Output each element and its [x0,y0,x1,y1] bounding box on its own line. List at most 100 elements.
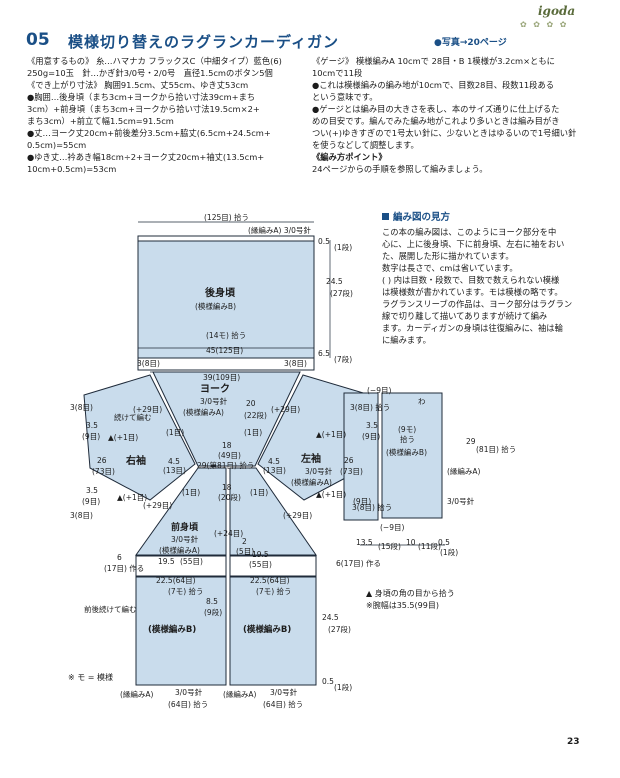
diag-label: 0.5 [438,538,450,547]
diag-label: 20 [246,399,256,408]
bust-line: 3cm）+前身頃（まち3cm+ヨークから拾い寸法19.5cm×2+ [27,104,260,114]
diag-label: (11段) [418,541,441,551]
diag-label: 6(17目) 作る [336,558,381,568]
right-sleeve-shape [83,374,196,501]
diag-label: (1段) [334,682,352,692]
diag-label: ヨーク [200,383,230,395]
diag-label: 続けて編む [114,412,152,422]
diag-label: (22段) [244,410,267,420]
materials-line: 250g=10玉 針…かぎ針3/0号・2/0号 直径1.5cmのボタン5個 [27,68,273,78]
points-line: 24ページからの手順を参照して編みましょう。 [312,164,488,174]
legend-heading-text: 編み図の見方 [393,212,451,223]
front-right-body-shape [229,576,317,686]
diag-label: ▲(+1目) [316,490,346,499]
diag-label: 3(8目) [137,359,160,368]
diag-label: (1目) [244,428,262,437]
sleeve-length-line: ●ゆき丈…衿あき幅18cm÷2+ヨーク丈20cm+袖丈(13.5cm+ [27,152,265,162]
diag-label: 10 [406,538,416,547]
back-body-shape [137,239,315,359]
diag-label: (13目) [263,466,286,475]
diag-label: 4.5 [168,457,180,466]
diag-label: 18 [222,483,232,492]
diag-label: (1目) [182,488,200,497]
title-row: 05 模様切り替えのラグランカーディガン ●写真→20ページ [26,30,596,51]
diag-label: (9目) [362,432,380,441]
diag-label: (125目) 拾う [204,212,249,222]
diag-label: 0.5 [318,237,330,246]
diag-label: 3/0号針 [447,496,475,506]
note-line: ▲ 身頃の角の目から拾う [366,589,455,598]
diag-label: 3(8目) [70,511,93,520]
diag-label: 右袖 [125,454,146,467]
materials-line: 《用意するもの》 糸…ハマナカ フラックスC（中細タイプ）藍色(6) [27,56,282,66]
diag-label: 3.5 [86,486,98,495]
diag-label: 3(8目) 拾う [350,402,390,412]
diag-label: 3/0号針 [200,396,228,406]
diag-label: (64目) 拾う [263,699,303,709]
diag-label: (9段) [204,607,222,617]
diag-label: 6 [117,553,122,562]
diag-label: 3(8目) [284,359,307,368]
diag-label: 6.5 [318,349,330,358]
gauge-column: 《ゲージ》 模様編みA 10cmで 28目・B 1模様が3.2cm×ともに 10… [312,55,604,175]
diag-label: 19.5 [252,550,269,559]
diag-label: (縁編みA) [120,689,154,699]
diag-label: (27段) [330,288,353,298]
diag-label: (17目) 作る [104,563,144,573]
front-right-gusset-shape [229,555,317,577]
sleeve-band-shape [381,392,443,519]
diag-label: 22.5(64目) [156,576,196,585]
left-sleeve-shape [257,374,371,501]
diag-label: (模様編みB) [148,624,196,635]
length-line: ●丈…ヨーク丈20cm+前後差分3.5cm+脇丈(6.5cm+24.5cm+ [27,128,271,138]
front-yoke-left-shape [135,467,227,556]
back-gusset-shape [137,357,315,371]
legend-line: 線で切り離して描いてありますが続けて編み [382,311,548,321]
diag-label: 13.5 [356,538,373,547]
sleeve-cuff-shape [343,392,379,521]
diag-label: 19.5 [158,557,175,566]
front-left-gusset-shape [135,555,227,577]
diag-label: (縁編みA) [223,689,257,699]
diag-label: (7段) [334,354,352,364]
diag-label: 4.5 [268,457,280,466]
diag-label: (1段) [334,242,352,252]
legend-line: た、展開した形に描かれています。 [382,251,514,261]
diag-label: (模様編みA) [291,477,332,487]
diag-label: (+29目) [271,405,300,414]
pattern-title: 模様切り替えのラグランカーディガン [68,33,339,51]
diag-label: 3.5 [366,421,378,430]
diagram-notes: ▲ 身頃の角の目から拾う ※腕幅は35.5(99目) [366,588,455,612]
diag-label: 2 [242,537,247,546]
diag-label: (模様編みA) [159,545,200,555]
diag-label: 39(109目) [203,373,240,382]
diag-label: (14モ) 拾う [206,330,246,340]
legend-line: ます。カーディガンの身頃は往復編みに、袖は輪 [382,323,563,333]
diag-label: 8.5 [206,597,218,606]
diag-label: 18 [222,441,232,450]
diag-label: (73目) [92,467,115,476]
diag-label: (55目) [180,557,203,566]
gauge-line: を使うなどして調整します。 [312,140,419,150]
diag-label: 26 [344,456,354,465]
diag-label: 45(125目) [206,346,243,355]
diag-label: 3/0号針 [175,687,203,697]
photo-reference: ●写真→20ページ [434,38,507,48]
legend-line: この本の編み図は、このようにヨーク部分を中 [382,227,557,237]
diag-label: (模様編みB) [243,624,291,635]
legend-heading: 編み図の見方 [382,212,604,224]
note-line: ※腕幅は35.5(99目) [366,601,439,610]
diag-label: (+24目) [214,529,243,538]
diag-label: 29 [466,437,476,446]
length-line: 0.5cm)=55cm [27,140,87,150]
gauge-line: 10cmで11段 [312,68,363,78]
diag-label: (−9目) [380,523,404,532]
legend-line: ラグランスリーブの作品は、ヨーク部分はラグラン [382,299,573,309]
pattern-number: 05 [26,30,50,50]
diag-label: ▲(+1目) [108,433,138,442]
diag-label: (+29目) [283,511,312,520]
diag-label: (27段) [328,624,351,634]
diag-label: (64目) 拾う [168,699,208,709]
gauge-line: つい(+)ゆきすぎので1号太い針に、少ないときはゆるいので1号細い針 [312,128,577,138]
diag-label: 26 [97,456,107,465]
